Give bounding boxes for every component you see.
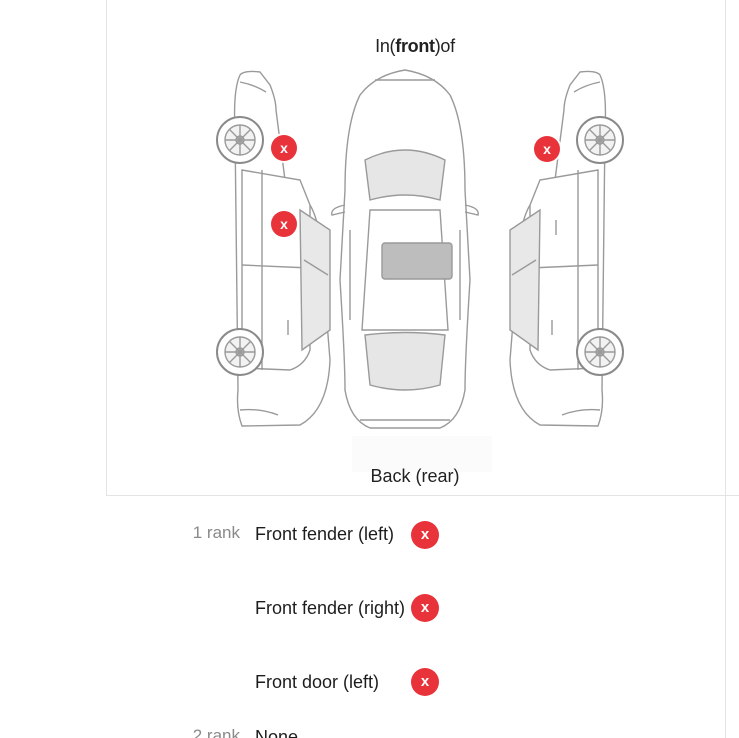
rank-label: 2 rank [192,726,240,738]
back-label-background [352,436,492,472]
car-top-view [331,69,479,429]
rank-label: 1 rank [192,523,240,542]
divider-horizontal [106,495,739,496]
x-mark-icon: x [543,141,551,157]
part-name: Front fender (right) [255,598,406,618]
part-name: Front door (left) [255,672,380,692]
damage-marker-front-fender-right[interactable]: x [534,136,560,162]
damage-marker-front-fender-left[interactable]: x [271,135,297,161]
damage-status-badge: x [411,521,439,549]
x-mark-icon: x [280,140,288,156]
part-name: None [255,727,299,738]
damage-status-badge: x [411,668,439,696]
x-mark-icon: x [420,526,430,543]
back-label: Back (rear) [370,466,460,486]
part-name: Front fender (left) [255,524,395,544]
car-left-wheels [216,116,264,376]
x-mark-icon: x [420,673,430,690]
damage-marker-front-door-left[interactable]: x [271,211,297,237]
damage-status-badge: x [411,594,439,622]
car-right-wheels [576,116,624,376]
divider-right [725,0,726,738]
divider-left [106,0,107,496]
front-label: In(front)of [375,36,455,56]
car-right-side-view [509,70,607,427]
x-mark-icon: x [420,599,430,616]
car-diagram [216,69,624,429]
x-mark-icon: x [280,216,288,232]
